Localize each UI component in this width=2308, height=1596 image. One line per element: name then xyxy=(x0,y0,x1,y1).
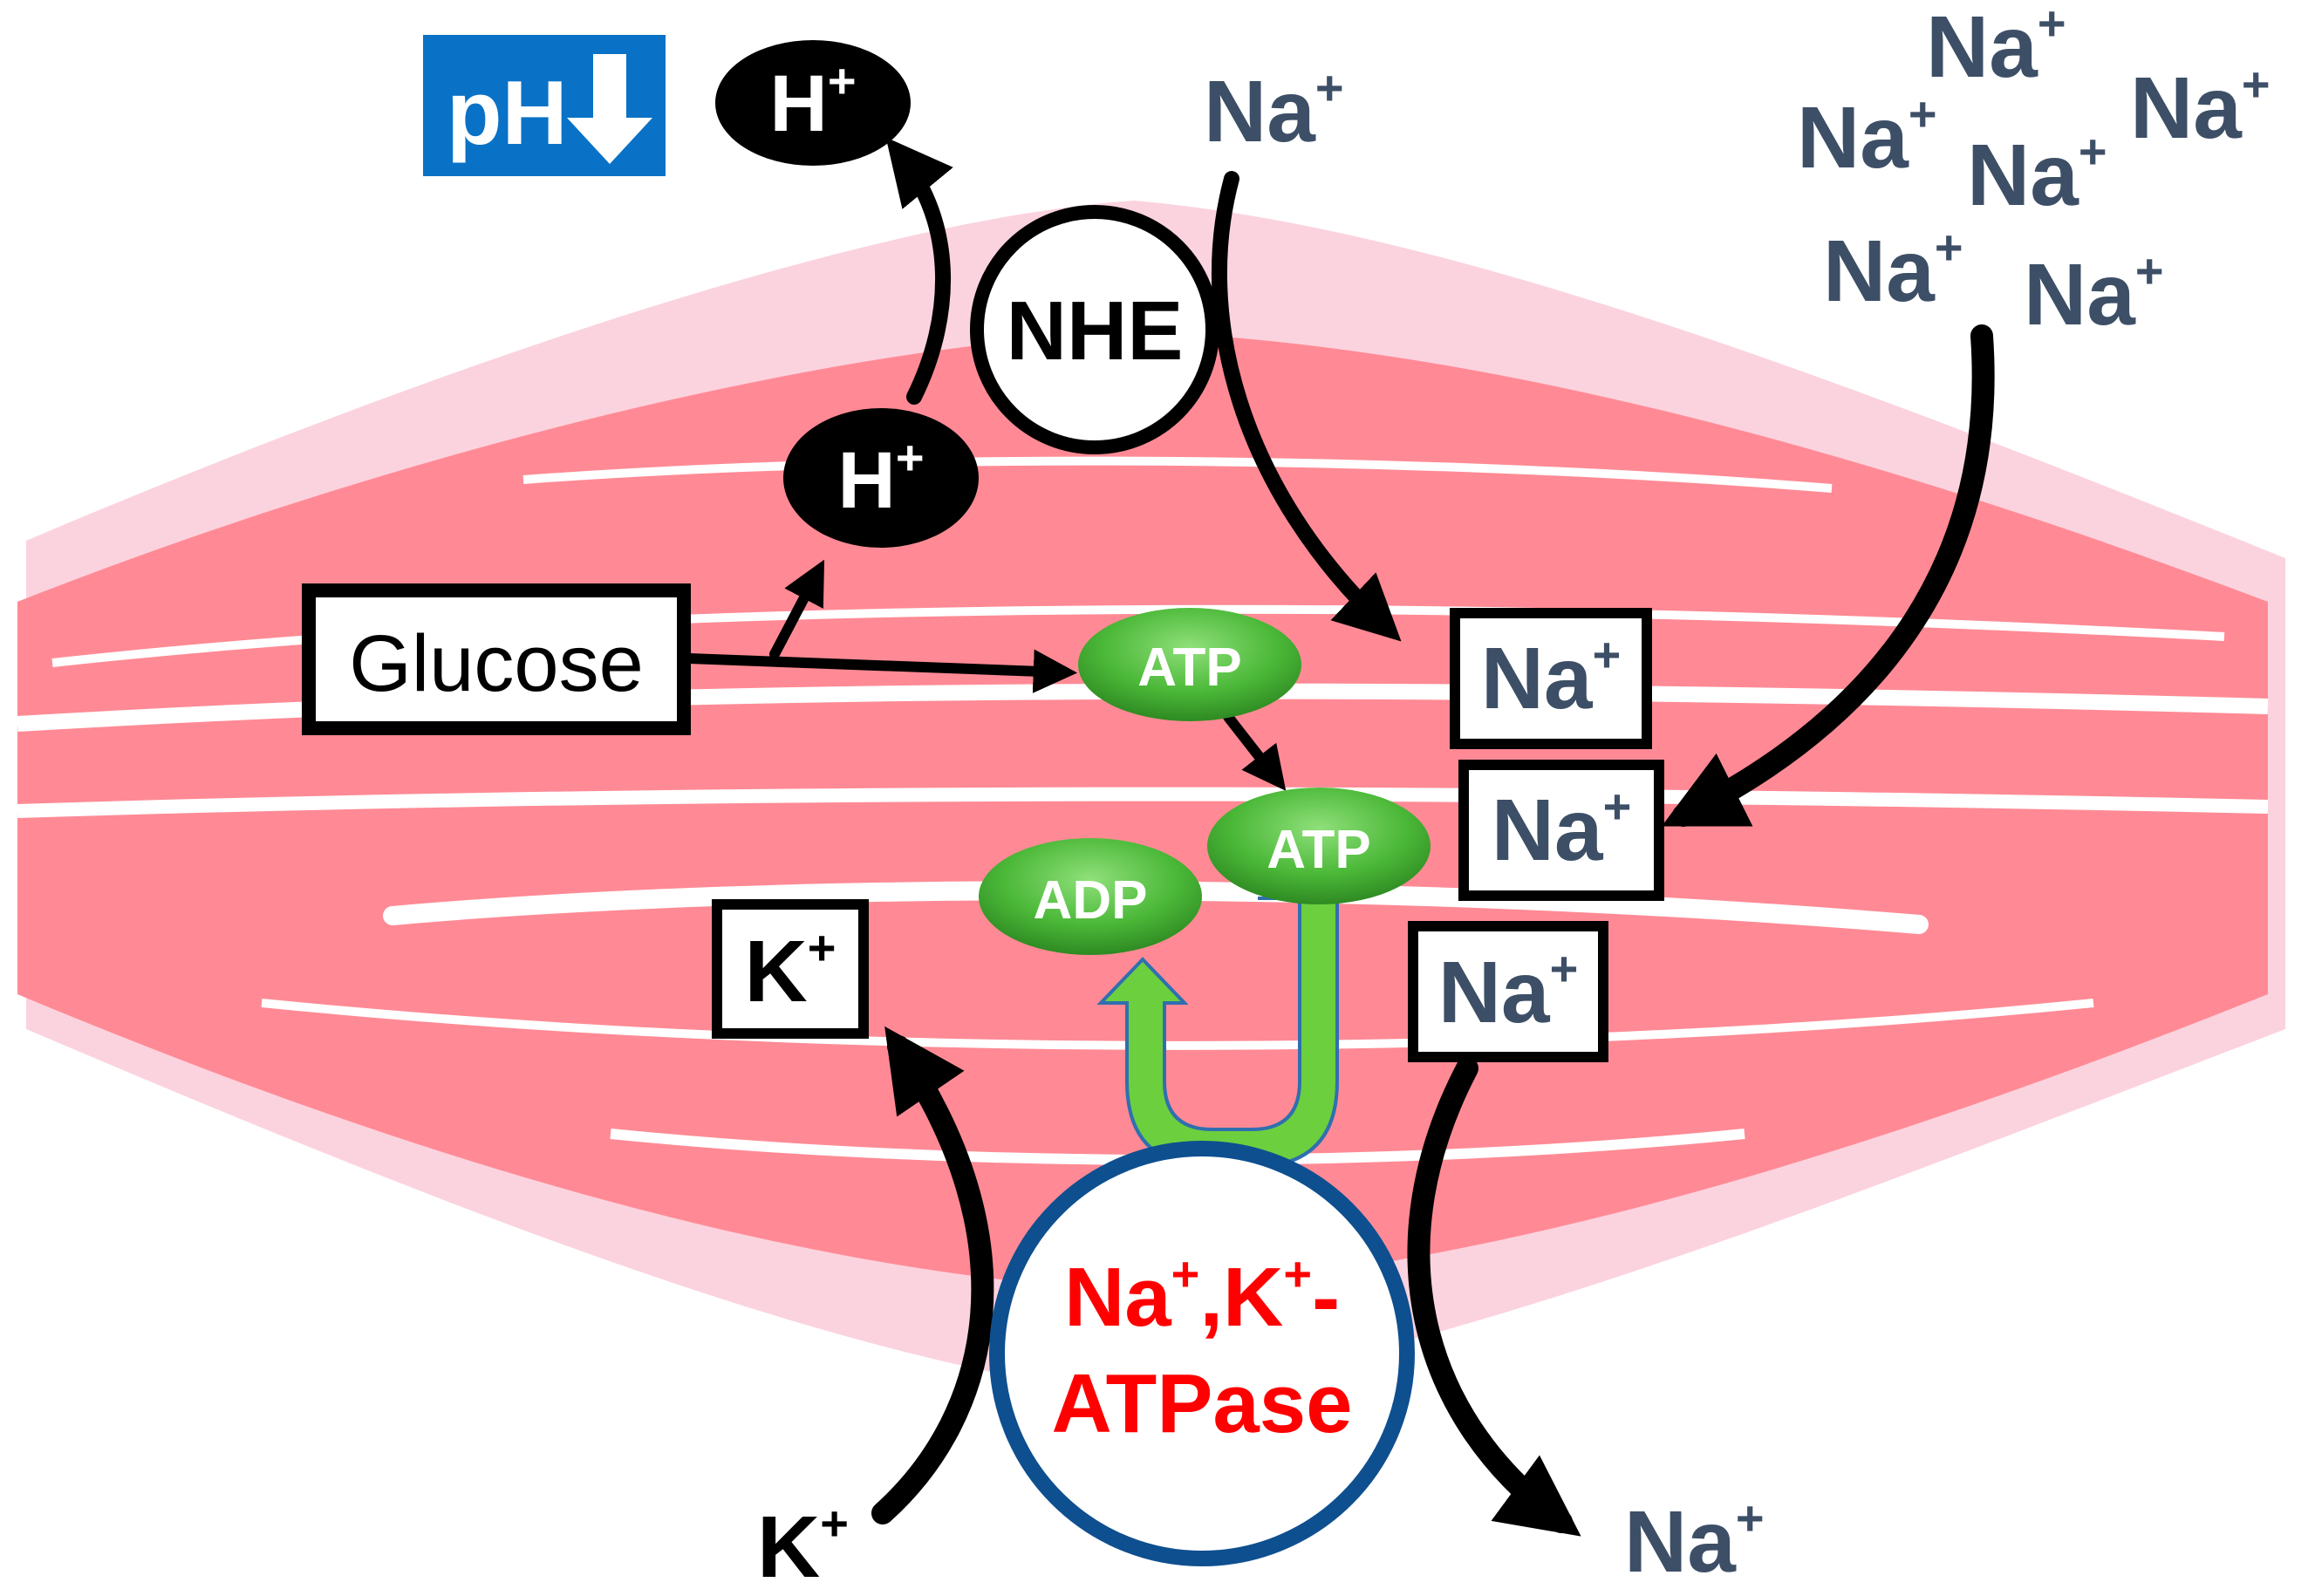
pump-label-line1: Na+,K+- xyxy=(1064,1246,1340,1344)
adp-label: ADP xyxy=(1034,870,1148,931)
na-ion: Na+ xyxy=(1797,86,1937,187)
sodium-potassium-atpase: Na+,K+- ATPase xyxy=(989,1141,1415,1566)
down-arrow-icon xyxy=(567,54,652,164)
svg-text:Na+: Na+ xyxy=(1492,779,1632,879)
h-ion-charge: + xyxy=(828,53,857,108)
atp-label: ATP xyxy=(1137,638,1241,698)
na-ion: Na+ xyxy=(1204,60,1344,160)
k-influx-arrow xyxy=(871,1026,994,1524)
atp-hydrolysis-arrow xyxy=(1096,897,1339,1169)
svg-text:H+: H+ xyxy=(837,430,924,525)
h-ion-label: H xyxy=(837,436,895,525)
intracellular-sodium-box: Na+ xyxy=(1408,921,1608,1062)
svg-text:Na+: Na+ xyxy=(1438,941,1579,1041)
glucose-box: Glucose xyxy=(302,583,691,735)
arrows xyxy=(684,137,1995,1537)
glucose-to-h-arrow xyxy=(769,559,825,659)
h-efflux-arrow xyxy=(885,137,953,405)
atp-transfer-arrow xyxy=(1223,712,1287,791)
nhe-label: NHE xyxy=(1007,284,1184,378)
extracellular-na-entry-arrow xyxy=(1661,324,1995,827)
svg-text:K+: K+ xyxy=(745,920,836,1020)
ph-indicator: pH xyxy=(423,35,666,176)
na-ion: Na+ xyxy=(1624,1490,1765,1591)
ph-label: pH xyxy=(447,63,568,164)
atp-molecule-pump: ATP xyxy=(1207,788,1431,904)
na-ion: Na+ xyxy=(1926,0,2066,96)
intracellular-sodium-box: Na+ xyxy=(1450,608,1652,749)
na-ion: Na+ xyxy=(1967,124,2107,224)
h-ion-charge: + xyxy=(896,430,925,485)
na-efflux-arrow xyxy=(1407,1057,1581,1537)
nhe-transporter: NHE xyxy=(970,205,1219,454)
extracellular-sodium-cluster: Na+ Na+ Na+ Na+ Na+ Na+ Na+ Na+ xyxy=(1204,0,2270,1591)
h-ion-label: H xyxy=(769,59,827,148)
h-ion-intracellular: H+ xyxy=(783,408,979,548)
intracellular-potassium-box: K+ xyxy=(712,899,869,1039)
na-influx-nhe-arrow xyxy=(1212,171,1402,642)
na-ion: Na+ xyxy=(2130,57,2270,157)
glucose-label: Glucose xyxy=(349,619,644,708)
glucose-to-atp-arrow xyxy=(684,649,1078,693)
h-ion-extracellular: H+ xyxy=(715,40,911,166)
intracellular-sodium-box: Na+ xyxy=(1458,760,1664,901)
muscle-fiber-background xyxy=(17,201,2285,1395)
atp-label: ATP xyxy=(1267,820,1370,880)
na-ion: Na+ xyxy=(2024,243,2164,344)
adp-molecule: ADP xyxy=(979,838,1202,955)
extracellular-potassium: K+ xyxy=(757,1496,849,1596)
na-ion: Na+ xyxy=(1823,220,1963,320)
pump-label-line2: ATPase xyxy=(1051,1357,1352,1450)
svg-text:Na+: Na+ xyxy=(1481,627,1622,727)
atp-molecule-glycolytic: ATP xyxy=(1078,608,1301,721)
svg-text:H+: H+ xyxy=(769,53,856,148)
